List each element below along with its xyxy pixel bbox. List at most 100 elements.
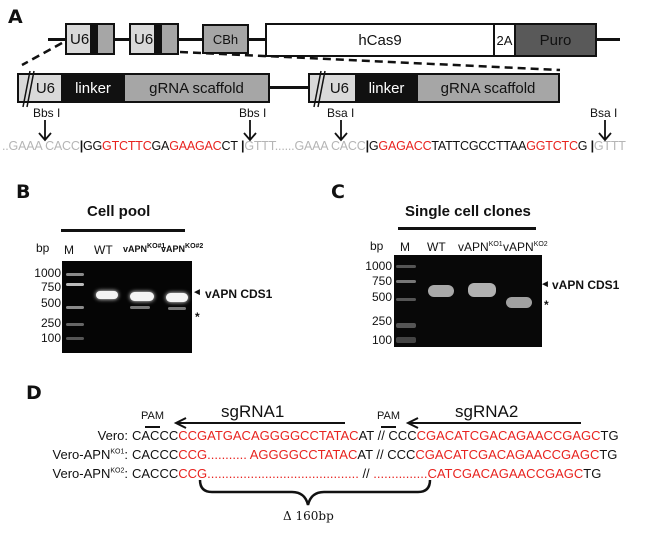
linker-segment: linker <box>61 75 125 101</box>
gel-title: Single cell clones <box>405 203 531 220</box>
sample-name: Vero: <box>97 428 128 443</box>
bsai-site-right: Bsa I <box>590 106 618 120</box>
sgrna1-label: sgRNA1 <box>221 402 285 421</box>
bsai-site-left: Bsa I <box>327 106 355 120</box>
ladder-label: 750 <box>371 274 392 288</box>
sample-superscript: KO2 <box>110 467 125 475</box>
arrow-down-icon <box>243 120 257 142</box>
band-pointer-icon: ◄ <box>540 279 550 290</box>
ladder-label: 100 <box>371 333 392 347</box>
ladder-band <box>66 306 84 309</box>
u6-box-2: U6 <box>129 23 179 55</box>
break-mark-icon <box>22 70 35 108</box>
seq-flank: GAAA CACC <box>294 139 366 153</box>
lane-name: WT <box>94 243 113 257</box>
seq-segment: GGTCTC <box>526 139 578 153</box>
hcas9-box: hCas9 <box>265 23 495 57</box>
u6-box-1: U6 <box>65 23 115 55</box>
lane-name: vAPN <box>161 244 186 254</box>
lane-name: WT <box>427 240 446 254</box>
ladder-label: 500 <box>371 290 392 304</box>
lane-superscript: KO1 <box>488 241 503 248</box>
ladder-band <box>66 323 84 326</box>
seq-segment: CACCC <box>132 466 179 481</box>
seq-flank: GTTT...... <box>244 139 295 153</box>
colon: : <box>124 447 128 462</box>
lane-label: M <box>64 243 74 257</box>
linker-segment: linker <box>355 75 418 101</box>
linker-block <box>90 25 98 53</box>
seq-segment: G <box>368 139 379 153</box>
sample-name: Vero-APN <box>52 466 111 481</box>
gel-band-ko2 <box>506 297 532 308</box>
ladder-band <box>66 273 84 276</box>
cut-mark: | <box>365 139 370 153</box>
bbsi-sequence: ..GAAA CACC|GGGTCTTCGAGAAGACCT |GTTT....… <box>2 139 626 153</box>
seq-insert: GGAGACCTATTCGCCTTAAGGTCTCG <box>368 139 588 153</box>
scaffold-segment: gRNA scaffold <box>440 79 536 97</box>
pam-label-2: PAM <box>377 410 401 422</box>
band-pointer-icon: ◄ <box>192 287 202 298</box>
arrow-down-icon <box>598 120 612 142</box>
seq-segment: CACCC <box>132 428 179 443</box>
seq-segment: AT // CCC <box>357 447 416 462</box>
seq-flank: GTTT <box>593 139 626 153</box>
seq-segment: G <box>577 139 588 153</box>
sgrna-arrows <box>145 417 581 429</box>
sequence-row: CACCCCCG................................… <box>132 466 601 481</box>
ladder-label: 750 <box>40 280 61 294</box>
sgrna2-label: sgRNA2 <box>455 402 519 421</box>
seq-segment: // <box>358 466 374 481</box>
ladder-band <box>66 283 84 286</box>
seq-segment: CACCC <box>132 447 179 462</box>
cut-mark: | <box>237 139 245 153</box>
lane-label: WT <box>94 243 113 257</box>
puro-box: Puro <box>514 23 597 57</box>
colon: : <box>124 466 128 481</box>
arrow-down-icon <box>334 120 348 142</box>
ladder-band <box>396 280 416 283</box>
star-marker: * <box>195 310 200 324</box>
arrow-down-icon <box>38 120 52 142</box>
ladder-band <box>396 337 416 343</box>
lane-name: vAPN <box>503 240 534 254</box>
lane-name: vAPN <box>458 240 489 254</box>
cut-mark: | <box>587 139 595 153</box>
ladder-label: 1000 <box>365 259 392 273</box>
bbsi-site-right: Bbs I <box>239 106 267 120</box>
bbsi-site-left: Bbs I <box>33 106 61 120</box>
seq-segment: ...............CATCGACAGAACCGAGC <box>373 466 584 481</box>
gel-title: Cell pool <box>87 203 151 220</box>
lane-name: vAPN <box>123 244 148 254</box>
ladder-band <box>396 323 416 328</box>
break-mark-icon <box>313 70 326 108</box>
pam-label-1: PAM <box>141 410 165 422</box>
gel-band-ko1-minor <box>130 306 150 309</box>
u6-label: U6 <box>134 30 154 48</box>
seq-segment: GTCTTC <box>102 139 152 153</box>
ladder-band <box>396 298 416 301</box>
seq-segment: AT // CCC <box>358 428 417 443</box>
lane-label: WT <box>427 240 446 254</box>
seq-segment: CCG........... AGGGGCCTATAC <box>178 447 358 462</box>
arrow-left-icon <box>173 417 345 429</box>
ladder-label: 250 <box>40 316 61 330</box>
scaffold-segment: gRNA scaffold <box>149 79 244 97</box>
seq-segment: CCGATGACAGGGGCCTATAC <box>178 428 359 443</box>
gel-band-ko1 <box>468 283 496 297</box>
lane-name: M <box>400 240 410 254</box>
band-label: vAPN CDS1 <box>205 287 273 301</box>
bp-label: bp <box>370 239 384 253</box>
arrow-left-icon <box>405 417 581 429</box>
lane-label: vAPNKO2 <box>503 240 548 254</box>
sequence-row: CACCCCCG........... AGGGGCCTATACAT // CC… <box>132 447 617 462</box>
gel-band-wt <box>96 291 118 299</box>
title-underline <box>61 229 185 232</box>
band-label: vAPN CDS1 <box>552 278 620 292</box>
lane-superscript: KO2 <box>533 241 548 248</box>
panel-label-a: A <box>8 6 23 28</box>
bp-label: bp <box>36 241 50 255</box>
deletion-brace <box>198 479 432 506</box>
ladder-band <box>396 265 416 268</box>
seq-segment: GG <box>83 139 103 153</box>
